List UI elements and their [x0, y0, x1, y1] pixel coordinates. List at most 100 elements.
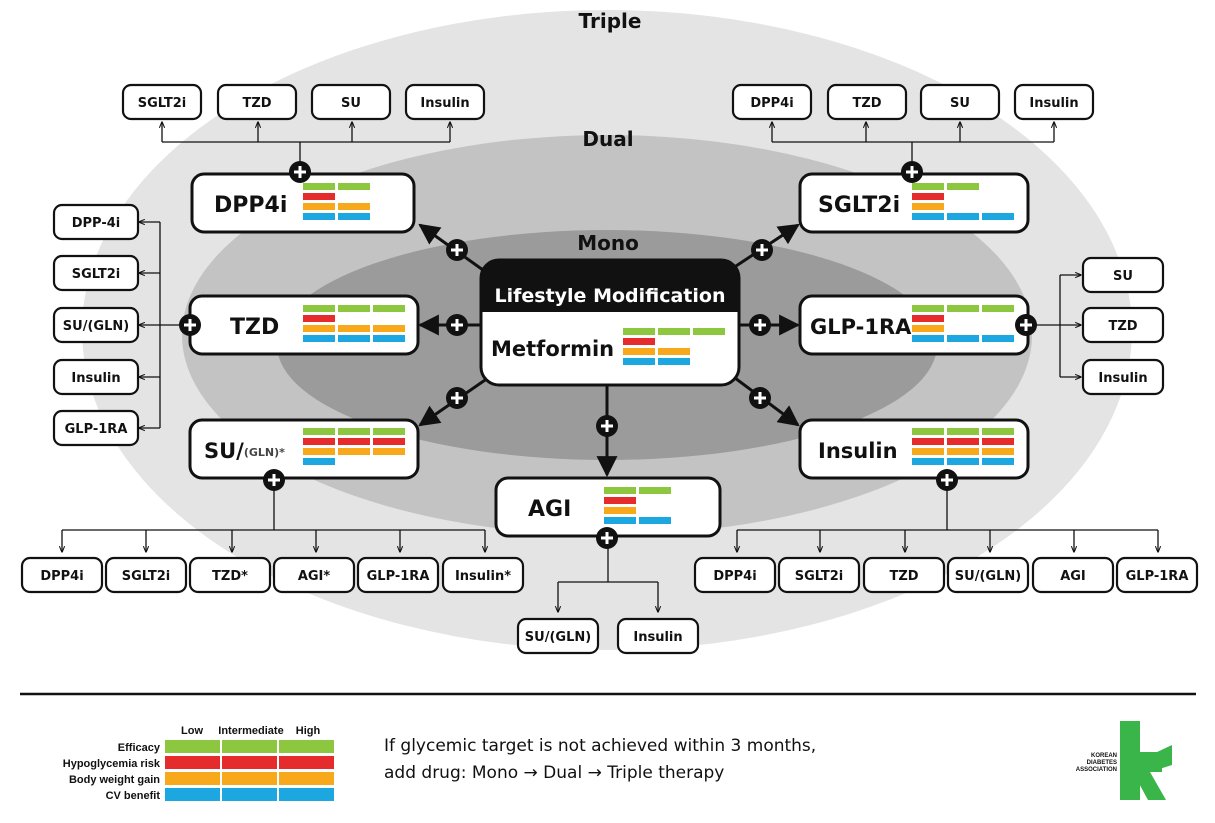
tzd-triple-option-3-box[interactable]: [52, 358, 140, 396]
dpp4i-triple-option-0-box[interactable]: [121, 83, 203, 121]
agi-triple-option-1-box[interactable]: [616, 617, 700, 655]
su-triple-option-2-box[interactable]: [188, 556, 272, 594]
tzd-triple-option-4-box[interactable]: [52, 409, 140, 447]
agi-label: AGI: [528, 497, 571, 522]
plus-icon-agi-glyph: [601, 420, 613, 432]
insulin-triple-option-3-box[interactable]: [946, 556, 1030, 594]
legend-cell-r3-c2: [279, 788, 334, 801]
metformin-bar-r0-c1: [658, 328, 690, 335]
tzd-bar-r2-c1: [338, 325, 370, 332]
agi-triple-option-1-label: Insulin: [633, 630, 682, 645]
su-label: SU/(GLN)*: [204, 439, 285, 463]
sglt2i-triple-option-3-box[interactable]: [1013, 83, 1095, 121]
dpp4i-triple-option-3-box[interactable]: [404, 83, 486, 121]
tzd-triple-option-1-box[interactable]: [52, 254, 140, 292]
legend: Low Intermediate High Efficacy Hypoglyce…: [63, 725, 334, 802]
legend-cell-r1-c2: [279, 756, 334, 769]
glp1ra-bar-r3-c2: [982, 335, 1014, 342]
sglt2i-bar-r0-c1: [947, 183, 979, 190]
tzd-triple-option-2-label: SU/(GLN): [63, 319, 129, 334]
glp1ra-triple-option-0-box[interactable]: [1081, 256, 1165, 294]
insulin-bar-r1-c0: [912, 438, 944, 445]
agi-triple-option-0-box[interactable]: [516, 617, 600, 655]
mono-label: Mono: [577, 231, 639, 255]
legend-cell-r1-c1: [222, 756, 277, 769]
su-triple-option-1-label: SGLT2i: [122, 569, 171, 584]
su-main: SU/: [204, 439, 244, 463]
metformin-center: Lifestyle Modification Metformin: [479, 258, 741, 387]
dpp4i-triple-option-1-box[interactable]: [216, 83, 298, 121]
metformin-bar-r3-c1: [658, 358, 690, 365]
glp1ra-bar-r3-c0: [912, 335, 944, 342]
su-triple-option-0-box[interactable]: [20, 556, 104, 594]
plus-icon-glp1ra-glyph: [754, 319, 766, 331]
tzd-bar-r2-c0: [303, 325, 335, 332]
su-triple-option-4-label: GLP-1RA: [367, 569, 430, 584]
sglt2i-triple-option-1-box[interactable]: [826, 83, 908, 121]
insulin-triple-option-2-box[interactable]: [862, 556, 946, 594]
tzd-bar-r3-c0: [303, 335, 335, 342]
su-triple-option-1-box[interactable]: [104, 556, 188, 594]
triple-label: Triple: [579, 9, 642, 33]
sglt2i-triple-option-2-box[interactable]: [919, 83, 1001, 121]
insulin-bar-r3-c2: [982, 458, 1014, 465]
tzd-triple-option-3-label: Insulin: [71, 371, 120, 386]
tzd-triple-option-0-box[interactable]: [52, 203, 140, 241]
su-bar-r2-c1: [338, 448, 370, 455]
su-triple-option-0-label: DPP4i: [40, 569, 83, 584]
glp1ra-bar-r2-c0: [912, 325, 944, 332]
dpp4i-triple-option-0-label: SGLT2i: [138, 96, 187, 111]
legend-col-intermediate: Intermediate: [218, 725, 283, 737]
su-bar-r2-c2: [373, 448, 405, 455]
su-triple-option-4-box[interactable]: [356, 556, 440, 594]
legend-row-hypoglycemia: Hypoglycemia risk: [63, 758, 161, 770]
agi-bar-r3-c1: [639, 517, 671, 524]
tzd-label: TZD: [230, 315, 279, 340]
agi-bar-r0-c0: [604, 487, 636, 494]
agi-bar-r1-c0: [604, 497, 636, 504]
dpp4i-label: DPP4i: [214, 193, 287, 218]
glp1ra-triple-option-1-box[interactable]: [1081, 306, 1165, 344]
sglt2i-bar-r3-c1: [947, 213, 979, 220]
glp1ra-bar-r1-c0: [912, 315, 944, 322]
dpp4i-triple-option-2-box[interactable]: [310, 83, 392, 121]
sglt2i-triple-option-3-label: Insulin: [1029, 96, 1078, 111]
agi-bar-r3-c0: [604, 517, 636, 524]
tzd-triple-option-0-label: DPP-4i: [72, 216, 121, 231]
insulin-label: Insulin: [818, 439, 898, 463]
su-triple-option-3-box[interactable]: [272, 556, 356, 594]
su-triple-option-5-box[interactable]: [441, 556, 525, 594]
sglt2i-triple-option-0-label: DPP4i: [750, 96, 793, 111]
dpp4i-bar-r3-c1: [338, 213, 370, 220]
legend-row-weight: Body weight gain: [69, 774, 160, 786]
plus-icon-dpp4i-triple-glyph: [294, 166, 306, 178]
insulin-bar-r2-c0: [912, 448, 944, 455]
insulin-bar-r0-c2: [982, 428, 1014, 435]
metformin-bar-r3-c0: [623, 358, 655, 365]
insulin-triple-option-1-box[interactable]: [777, 556, 861, 594]
legend-cell-r0-c0: [165, 740, 220, 753]
su-bar-r1-c0: [303, 438, 335, 445]
insulin-triple-option-0-box[interactable]: [693, 556, 777, 594]
sglt2i-triple-option-0-box[interactable]: [731, 83, 813, 121]
plus-icon-tzd-triple-glyph: [184, 319, 196, 331]
sglt2i-bar-r3-c2: [982, 213, 1014, 220]
insulin-triple-option-2-label: TZD: [889, 569, 918, 584]
plus-icon-su-triple-glyph: [268, 474, 280, 486]
plus-icon-agi-triple-glyph: [601, 532, 613, 544]
insulin-triple-option-5-box[interactable]: [1115, 556, 1199, 594]
insulin-bar-r0-c0: [912, 428, 944, 435]
insulin-triple-option-3-label: SU/(GLN): [955, 569, 1021, 584]
logo-text-2: DIABETES: [1087, 760, 1117, 766]
glp1ra-triple-option-2-label: Insulin: [1098, 371, 1147, 386]
metformin-bar-r2-c1: [658, 348, 690, 355]
plus-icon-insulin-glyph: [754, 392, 766, 404]
tzd-triple-option-2-box[interactable]: [52, 306, 140, 344]
legend-cell-r1-c0: [165, 756, 220, 769]
legend-row-efficacy: Efficacy: [118, 742, 161, 754]
su-bar-r3-c0: [303, 458, 335, 465]
insulin-triple-option-4-box[interactable]: [1031, 556, 1115, 594]
glp1ra-triple-option-2-box[interactable]: [1081, 358, 1165, 396]
tzd-bar-r1-c0: [303, 315, 335, 322]
